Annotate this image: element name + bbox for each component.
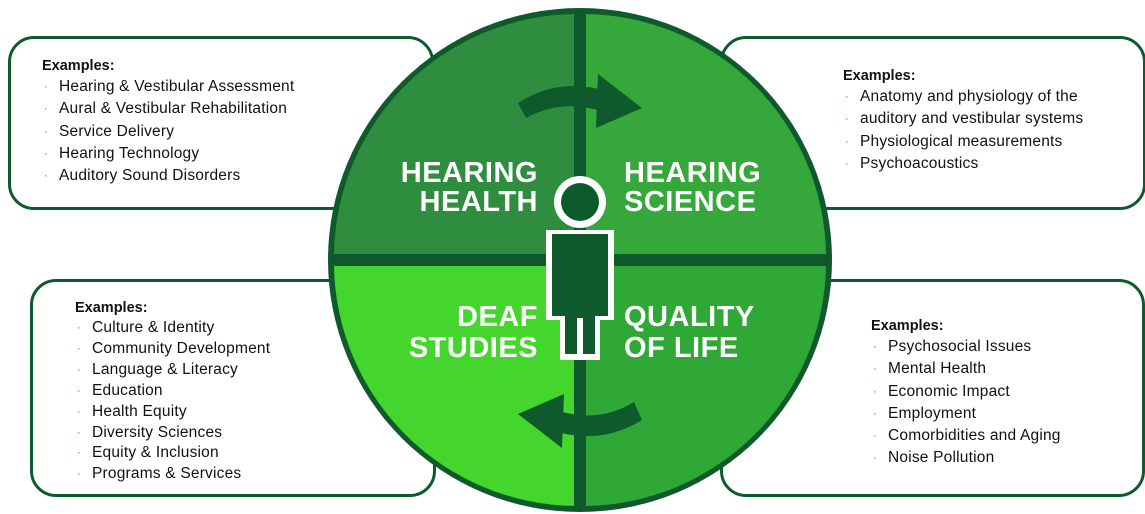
bullet-icon: · (845, 91, 849, 103)
example-text: auditory and vestibular systems (860, 110, 1084, 128)
example-text: Aural & Vestibular Rehabilitation (59, 100, 288, 118)
example-text: Noise Pollution (888, 449, 995, 467)
examples-list: · Hearing & Vestibular Assessment · Aural &… (42, 76, 294, 187)
bullet-icon: · (44, 125, 48, 138)
example-item: · Aural & Vestibular Rehabilitation (42, 98, 294, 120)
example-text: Physiological measurements (860, 132, 1063, 150)
example-text: Community Development (92, 339, 271, 357)
bullet-icon: · (77, 322, 81, 334)
quadrant-quality-of-life (586, 266, 826, 506)
example-item: · Diversity Sciences (75, 423, 270, 444)
bullet-icon: · (44, 147, 48, 160)
example-item: · Culture & Identity (75, 318, 270, 339)
bullet-icon: · (77, 426, 81, 439)
bullet-icon: · (873, 407, 877, 420)
bullet-icon: · (77, 342, 81, 355)
hearing-science-title-line2: SCIENCE (624, 186, 756, 218)
hearing-science-examples: Examples: · Anatomy and physiology of the… (843, 66, 1083, 175)
deaf-studies-title-line2: STUDIES (409, 332, 538, 364)
bullet-icon: · (77, 447, 81, 460)
example-item: · Service Delivery (42, 121, 294, 143)
bullet-icon: · (77, 468, 81, 481)
example-item: · Health Equity (75, 402, 270, 423)
example-item: · Community Development (75, 339, 270, 360)
example-text: Anatomy and physiology of the (860, 88, 1078, 105)
example-text: Education (92, 381, 163, 399)
curved-arrow-left-icon (518, 394, 642, 448)
example-item: · Language & Literacy (75, 360, 270, 381)
example-item: · Comorbidities and Aging (871, 425, 1061, 447)
example-text: Comorbidities and Aging (888, 427, 1061, 445)
example-text: Service Delivery (59, 122, 175, 140)
examples-list: · Anatomy and physiology of the · auditory … (843, 86, 1083, 175)
curved-arrow-right-icon (518, 74, 642, 128)
bullet-icon: · (77, 405, 81, 418)
examples-list: · Culture & Identity · Community Developmen… (75, 318, 270, 485)
bullet-icon: · (44, 170, 48, 183)
bullet-icon: · (77, 363, 81, 376)
bullet-icon: · (873, 452, 877, 465)
bullet-icon: · (845, 135, 849, 148)
example-item: · Hearing Technology (42, 143, 294, 165)
example-item: · Anatomy and physiology of the (843, 86, 1083, 108)
examples-heading: Examples: (75, 300, 148, 316)
example-item: · Programs & Services (75, 464, 270, 485)
example-text: Equity & Inclusion (92, 444, 219, 462)
example-item: · Psychoacoustics (843, 153, 1083, 175)
example-item: · Noise Pollution (871, 447, 1061, 469)
examples-heading: Examples: (843, 68, 916, 84)
quality-of-life-title-line1: QUALITY (624, 301, 755, 333)
hearing-science-title-line1: HEARING (624, 157, 761, 189)
bullet-icon: · (873, 385, 877, 398)
deaf-studies-examples: Examples: · Culture & Identity · Community … (75, 298, 270, 485)
example-text: Auditory Sound Disorders (59, 167, 241, 185)
hearing-health-examples: Examples: · Hearing & Vestibular Assessme… (42, 56, 294, 187)
example-text: Psychosocial Issues (888, 338, 1032, 355)
example-text: Mental Health (888, 360, 987, 378)
example-text: Psychoacoustics (860, 154, 979, 172)
quality-of-life-title-line2: OF LIFE (624, 332, 739, 364)
quadrant-hearing-health (334, 14, 574, 254)
bullet-icon: · (44, 81, 48, 93)
hearing-health-title-line1: HEARING (401, 157, 538, 189)
example-item: · Economic Impact (871, 381, 1061, 403)
example-item: · Employment (871, 403, 1061, 425)
example-item: · Psychosocial Issues (871, 336, 1061, 358)
example-text: Hearing Technology (59, 144, 200, 162)
bullet-icon: · (845, 157, 849, 170)
person-icon (546, 176, 614, 360)
hearing-health-title-line2: HEALTH (420, 186, 538, 218)
example-item: · Hearing & Vestibular Assessment (42, 76, 294, 98)
example-text: Diversity Sciences (92, 423, 223, 441)
example-item: · auditory and vestibular systems (843, 108, 1083, 130)
examples-heading: Examples: (871, 318, 944, 334)
example-text: Economic Impact (888, 382, 1010, 400)
example-text: Health Equity (92, 402, 187, 420)
example-text: Language & Literacy (92, 360, 238, 378)
examples-list: · Psychosocial Issues · Mental Health · Econo… (871, 336, 1061, 470)
example-text: Programs & Services (92, 465, 242, 483)
example-item: · Education (75, 381, 270, 402)
bullet-icon: · (77, 384, 81, 397)
example-item: · Auditory Sound Disorders (42, 165, 294, 187)
bullet-icon: · (873, 341, 877, 353)
bullet-icon: · (845, 113, 849, 126)
bullet-icon: · (873, 363, 877, 376)
bullet-icon: · (873, 430, 877, 443)
bullet-icon: · (44, 103, 48, 116)
quadrant-hearing-science (586, 14, 826, 254)
quality-of-life-examples: Examples: · Psychosocial Issues · Mental He… (871, 316, 1061, 470)
examples-heading: Examples: (42, 58, 115, 74)
example-text: Employment (888, 404, 977, 422)
deaf-studies-title-line1: DEAF (457, 301, 538, 333)
hearing-health-panel (8, 36, 434, 210)
example-text: Culture & Identity (92, 319, 215, 336)
example-text: Hearing & Vestibular Assessment (59, 78, 295, 95)
example-item: · Mental Health (871, 358, 1061, 380)
quadrant-deaf-studies (334, 266, 574, 506)
example-item: · Equity & Inclusion (75, 443, 270, 464)
example-item: · Physiological measurements (843, 131, 1083, 153)
